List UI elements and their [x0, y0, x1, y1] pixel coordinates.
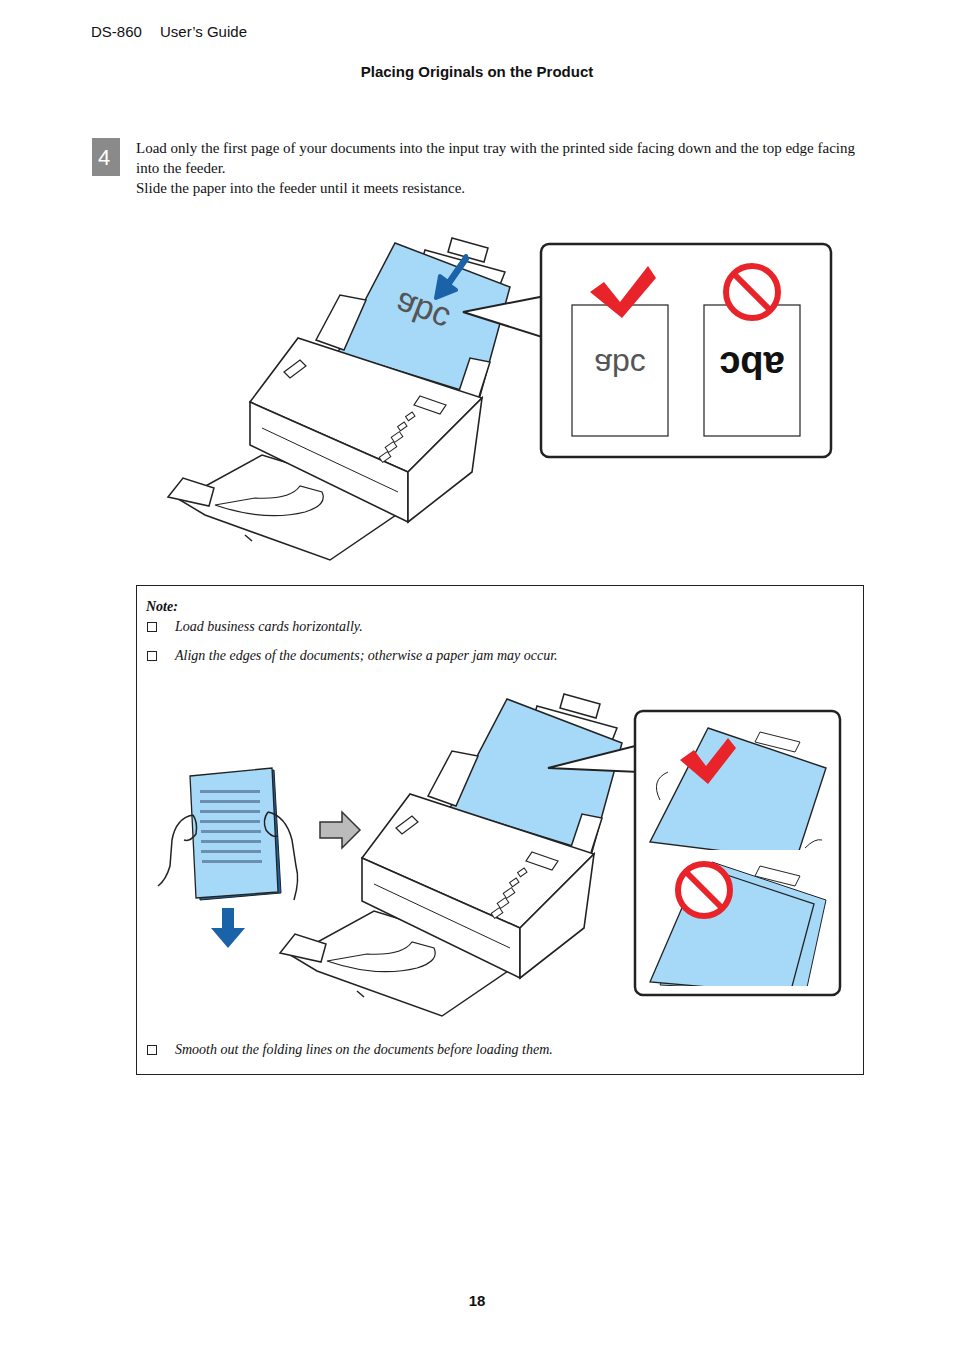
sample-print: abc [572, 345, 668, 385]
check-mark [590, 266, 656, 318]
bullet-box [148, 652, 157, 661]
bullet-box [148, 623, 157, 632]
note-item: Load business cards horizontally. [175, 619, 845, 635]
step-number: 4 [92, 138, 120, 176]
note-heading: Note: [146, 599, 178, 615]
hands-with-stack [200, 790, 260, 793]
misaligned-stack [686, 872, 722, 908]
page-sheet [704, 305, 800, 436]
sample-print: abc [704, 345, 800, 385]
down-arrow [211, 908, 245, 948]
model-name: DS-860 [91, 23, 142, 40]
callout-panel [635, 711, 840, 995]
prohibited-sign [734, 274, 770, 310]
hands-with-stack [190, 768, 278, 898]
aligned-stack [650, 728, 826, 850]
prohibited-sign [726, 266, 778, 318]
note-item: Smooth out the folding lines on the docu… [175, 1042, 845, 1058]
callout-pointer [463, 296, 545, 338]
scanner [168, 238, 510, 560]
hands-with-stack [200, 790, 262, 863]
callout-panel [541, 244, 831, 457]
hands-with-stack [264, 812, 297, 900]
page-sheet [572, 305, 668, 436]
page-number: 18 [0, 1292, 954, 1309]
section-title: Placing Originals on the Product [0, 63, 954, 80]
next-arrow [320, 812, 360, 848]
hands-with-stack [200, 810, 260, 813]
hands-with-stack [200, 820, 260, 823]
hands-with-stack [201, 850, 261, 853]
hands-with-stack [201, 840, 261, 843]
prohibited-sign [726, 266, 778, 318]
hands-with-stack [202, 860, 262, 863]
aligned-stack [650, 728, 826, 850]
misaligned-stack [650, 862, 826, 986]
aligned-stack [680, 738, 736, 784]
insert-arrow [436, 256, 467, 298]
guide-name: User’s Guide [160, 23, 247, 40]
scanner [280, 694, 622, 1016]
step-text: Slide the paper into the feeder until it… [136, 178, 868, 198]
step-text: Load only the first page of your documen… [136, 138, 868, 178]
hands-with-stack [200, 800, 260, 803]
callout-pointer [548, 745, 639, 772]
bullet-box [148, 1046, 157, 1055]
hands-with-stack [158, 815, 197, 886]
hands-with-stack [158, 768, 298, 900]
misaligned-stack [678, 864, 730, 916]
note-box: Note: Load business cards horizontally. Al… [136, 585, 864, 1075]
callout-panel: abcabc [541, 244, 831, 457]
note-item: Align the edges of the documents; otherw… [175, 648, 845, 664]
hands-with-stack [201, 830, 261, 833]
step-number: 4 [92, 145, 116, 171]
